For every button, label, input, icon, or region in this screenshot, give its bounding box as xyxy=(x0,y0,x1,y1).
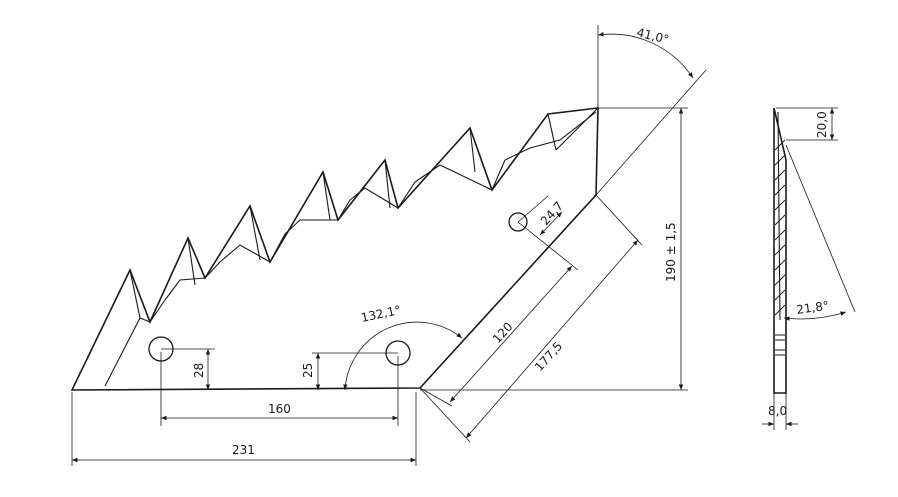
dim-label-21: 21,8° xyxy=(795,299,829,317)
dim-arc-21 xyxy=(783,311,847,321)
dim-line-177 xyxy=(465,239,639,439)
dim-arc-41 xyxy=(597,32,694,79)
tooth-facets xyxy=(129,107,599,323)
dim-line-24 xyxy=(539,211,563,236)
dim-label-132: 132,1° xyxy=(360,303,402,325)
dim-label-20: 20,0 xyxy=(815,111,829,138)
cutting-edge-line xyxy=(104,111,597,387)
dim-arc-132 xyxy=(343,321,463,391)
dim-label-24: 24,7 xyxy=(538,199,566,228)
dim-label-231: 231 xyxy=(232,443,255,457)
dim-label-160: 160 xyxy=(268,402,291,416)
blade-front-view xyxy=(70,107,599,391)
dim-label-8: 8,0 xyxy=(768,404,787,418)
side-hole-marks xyxy=(775,334,785,356)
side-view-dimensions: 20,0 21,8° 8,0 xyxy=(762,107,856,430)
dim-label-28: 28 xyxy=(192,363,206,378)
dim-label-190: 190 ± 1,5 xyxy=(664,222,678,282)
front-view-dimensions: 231 160 28 25 132,1° 120 177,5 24,7 xyxy=(71,25,707,466)
blade-outline xyxy=(70,107,599,391)
dim-label-120: 120 xyxy=(490,320,516,346)
side-bevel-line xyxy=(777,111,781,321)
blade-side-view xyxy=(773,107,787,394)
dim-label-25: 25 xyxy=(301,363,315,378)
